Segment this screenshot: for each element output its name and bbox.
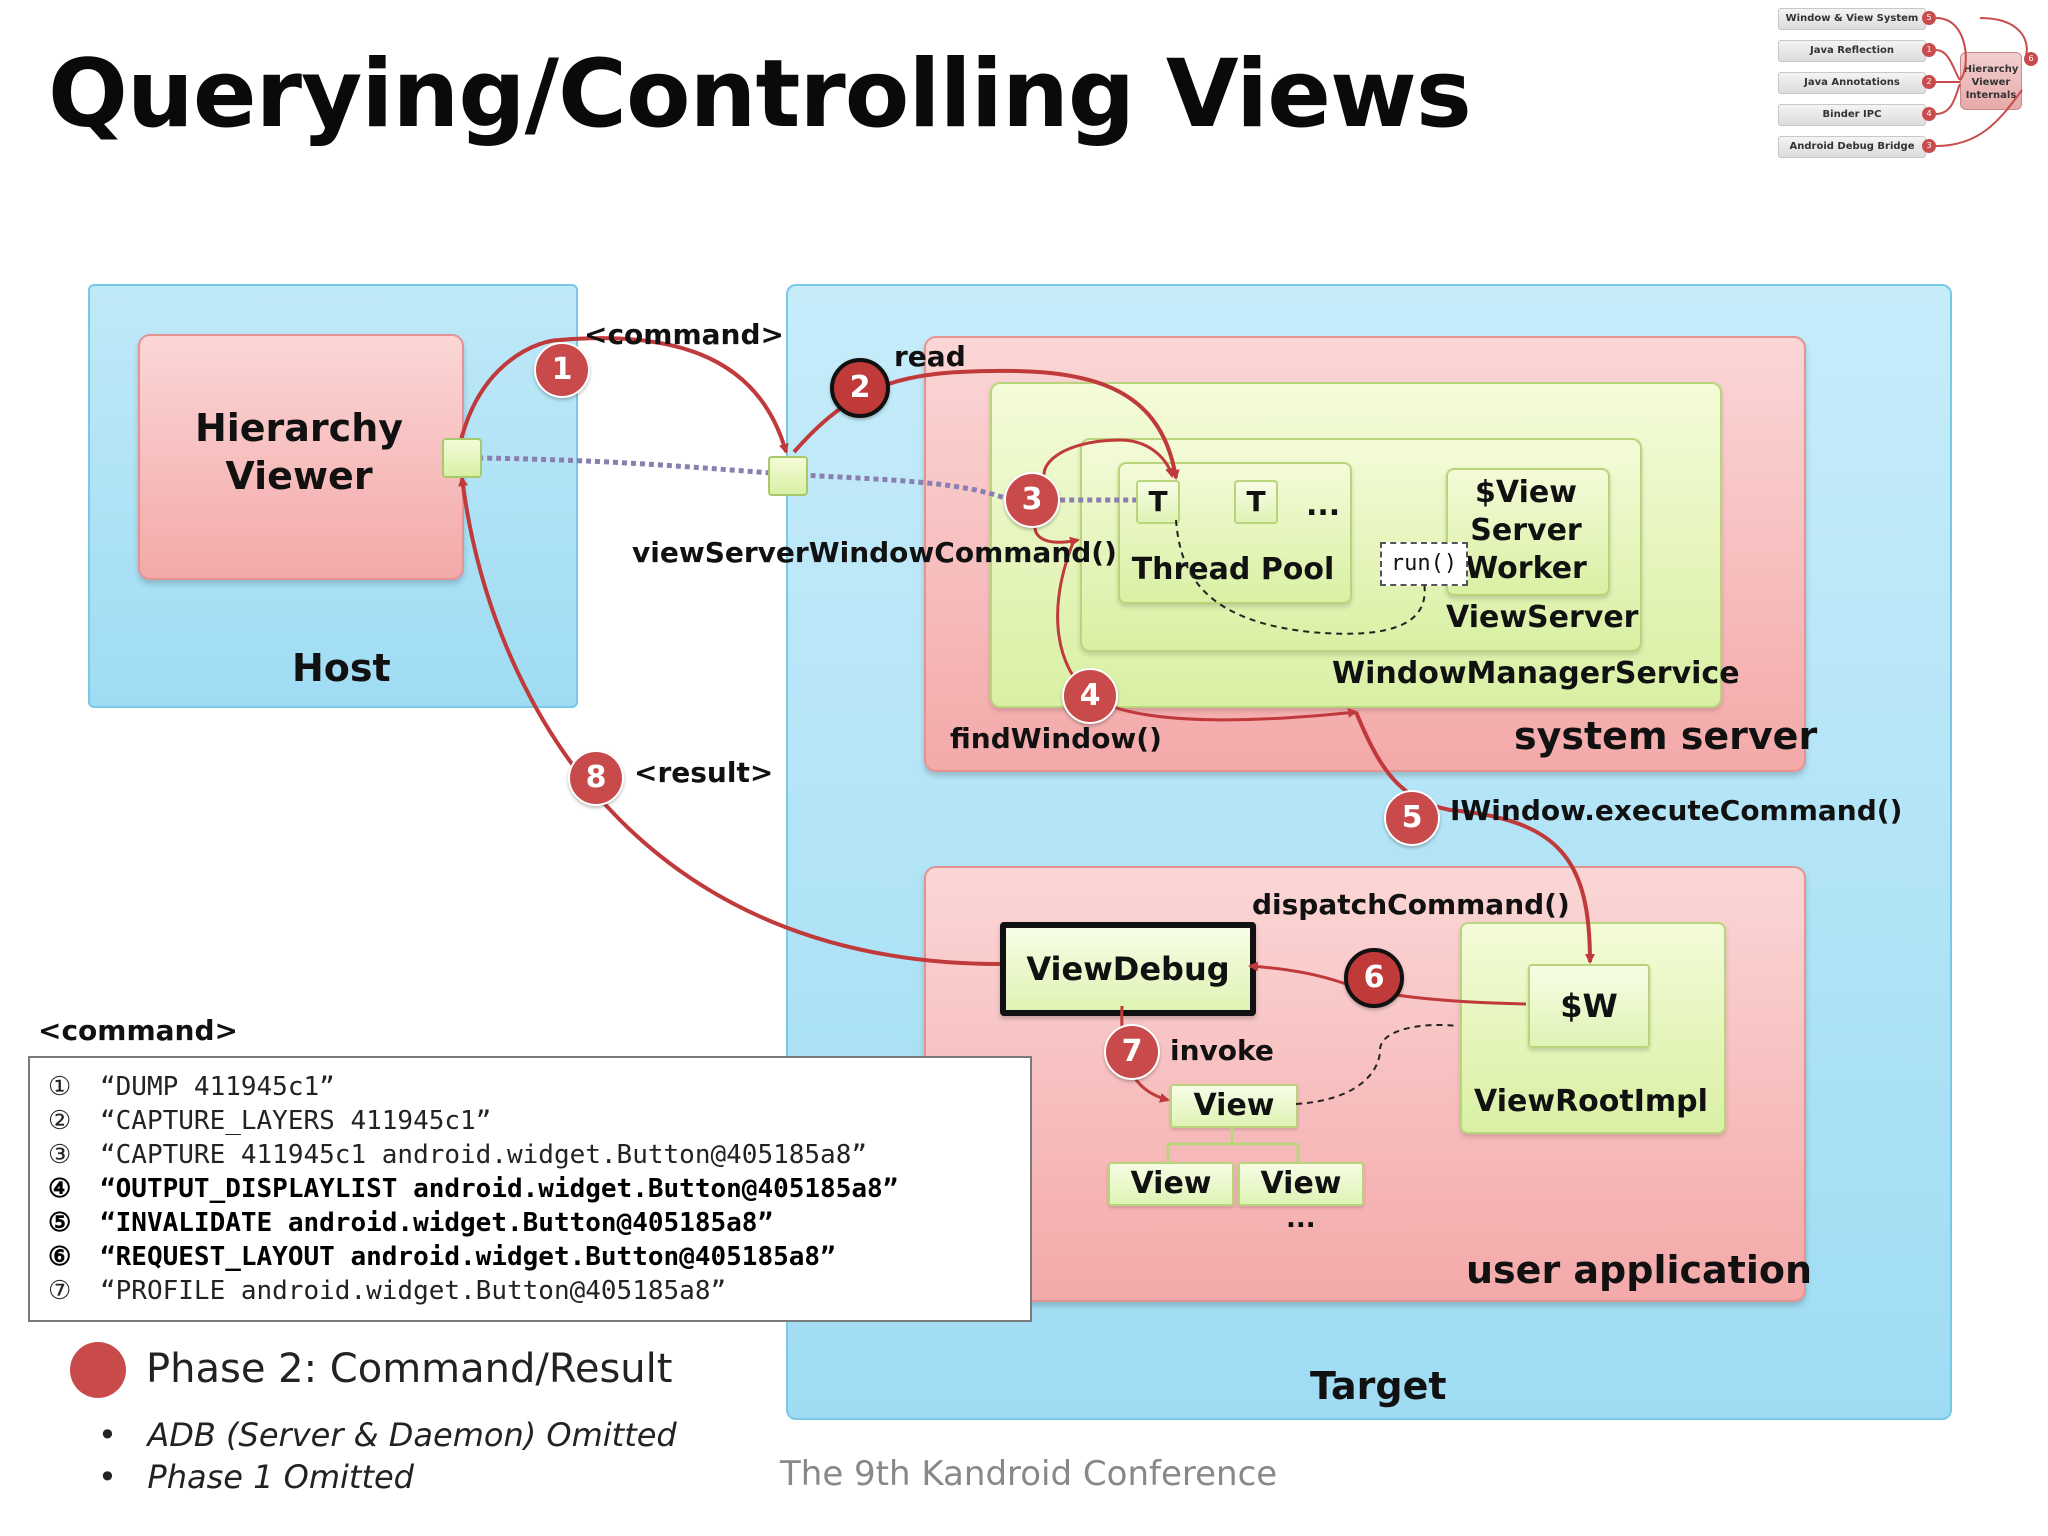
label-command: <command> bbox=[584, 318, 784, 351]
command-num: ① bbox=[48, 1072, 72, 1102]
step-7-marker: 7 bbox=[1104, 1024, 1160, 1080]
roadmap-item[interactable]: Java Reflection bbox=[1778, 40, 1926, 62]
command-item: ① “DUMP 411945c1” bbox=[48, 1072, 335, 1102]
command-text: “CAPTURE_LAYERS 411945c1” bbox=[100, 1106, 492, 1136]
roadmap-num: 1 bbox=[1922, 43, 1936, 57]
roadmap-item[interactable]: Binder IPC bbox=[1778, 104, 1926, 126]
command-num: ② bbox=[48, 1106, 72, 1136]
note-text: ADB (Server & Daemon) Omitted bbox=[147, 1416, 677, 1454]
command-num: ⑦ bbox=[48, 1276, 72, 1306]
command-text: “PROFILE android.widget.Button@405185a8” bbox=[100, 1276, 727, 1306]
view-child-2: View bbox=[1238, 1162, 1364, 1206]
hierarchy-viewer-box bbox=[138, 334, 464, 580]
legend-swatch bbox=[70, 1342, 126, 1398]
target-label: Target bbox=[1310, 1364, 1447, 1408]
roadmap-num: 6 bbox=[2024, 52, 2038, 66]
command-item: ④ “OUTPUT_DISPLAYLIST android.widget.Butt… bbox=[48, 1174, 898, 1204]
label-invoke: invoke bbox=[1170, 1034, 1274, 1067]
command-num: ⑥ bbox=[48, 1242, 72, 1272]
run-method: run() bbox=[1380, 542, 1468, 586]
step-8-marker: 8 bbox=[568, 750, 624, 806]
view-parent: View bbox=[1170, 1084, 1298, 1128]
thread-pool-label: Thread Pool bbox=[1131, 552, 1335, 587]
roadmap-current: Hierarchy Viewer Internals bbox=[1960, 52, 2022, 110]
arrow-step-8 bbox=[458, 476, 1001, 966]
command-list-heading: <command> bbox=[38, 1014, 238, 1047]
command-text: “INVALIDATE android.widget.Button@405185… bbox=[100, 1208, 774, 1238]
command-item: ② “CAPTURE_LAYERS 411945c1” bbox=[48, 1106, 491, 1136]
arrow-step-5 bbox=[1354, 711, 1595, 964]
view-more: ... bbox=[1286, 1204, 1316, 1234]
label-dispatch-command: dispatchCommand() bbox=[1252, 888, 1570, 921]
roadmap-connectors bbox=[1935, 17, 2028, 147]
sw-box: $W bbox=[1528, 964, 1650, 1048]
label-iwindow-execute-command: IWindow.executeCommand() bbox=[1450, 794, 1903, 827]
step-1-marker: 1 bbox=[534, 342, 590, 398]
label-read: read bbox=[894, 340, 966, 373]
note-text: Phase 1 Omitted bbox=[147, 1458, 414, 1496]
command-num: ⑤ bbox=[48, 1208, 72, 1238]
view-dashed-link bbox=[1295, 1024, 1459, 1105]
label-view-server-window-command: viewServerWindowCommand() bbox=[632, 536, 1117, 569]
roadmap-num: 4 bbox=[1922, 107, 1936, 121]
view-tree-lines bbox=[1166, 1126, 1300, 1162]
thread-t2: T bbox=[1234, 480, 1278, 524]
host-label: Host bbox=[292, 646, 391, 690]
command-num: ④ bbox=[48, 1174, 72, 1204]
command-text: “CAPTURE 411945c1 android.widget.Button@… bbox=[100, 1140, 868, 1170]
thread-more: ... bbox=[1306, 488, 1341, 523]
thread-t1: T bbox=[1136, 480, 1180, 524]
command-item: ⑥ “REQUEST_LAYOUT android.widget.Button@4… bbox=[48, 1242, 836, 1272]
step-3-marker: 3 bbox=[1004, 472, 1060, 528]
roadmap-num: 3 bbox=[1922, 139, 1936, 153]
command-text: “DUMP 411945c1” bbox=[100, 1072, 335, 1102]
view-server-worker-label: $View Server Worker bbox=[1465, 475, 1587, 586]
command-item: ⑤ “INVALIDATE android.widget.Button@40518… bbox=[48, 1208, 773, 1238]
view-child-1: View bbox=[1108, 1162, 1234, 1206]
note-item: • ADB (Server & Daemon) Omitted bbox=[98, 1416, 677, 1454]
roadmap-num: 5 bbox=[1922, 11, 1936, 25]
step-5-marker: 5 bbox=[1384, 790, 1440, 846]
arrow-step-3 bbox=[1042, 438, 1175, 502]
user-application-label: user application bbox=[1466, 1248, 1813, 1292]
target-port bbox=[768, 456, 808, 496]
command-num: ③ bbox=[48, 1140, 72, 1170]
roadmap-item[interactable]: Java Annotations bbox=[1778, 72, 1926, 94]
view-root-impl-label: ViewRootImpl bbox=[1474, 1084, 1708, 1119]
command-list-box: ① “DUMP 411945c1” ② “CAPTURE_LAYERS 411945… bbox=[28, 1056, 1032, 1322]
step-6-marker: 6 bbox=[1344, 948, 1404, 1008]
footer: The 9th Kandroid Conference bbox=[780, 1454, 1278, 1494]
page-title: Querying/Controlling Views bbox=[48, 40, 1472, 149]
roadmap-num: 2 bbox=[1922, 75, 1936, 89]
view-server-worker-box bbox=[1446, 468, 1610, 596]
window-manager-service-label: WindowManagerService bbox=[1332, 656, 1740, 691]
view-server-label: ViewServer bbox=[1446, 600, 1639, 635]
note-item: • Phase 1 Omitted bbox=[98, 1458, 414, 1496]
run-dashed-link bbox=[1175, 519, 1426, 635]
arrow-step-1 bbox=[458, 336, 789, 454]
command-item: ⑦ “PROFILE android.widget.Button@405185a8… bbox=[48, 1276, 726, 1306]
host-port bbox=[442, 438, 482, 478]
label-find-window: findWindow() bbox=[950, 722, 1162, 755]
system-server-label: system server bbox=[1514, 714, 1818, 758]
command-item: ③ “CAPTURE 411945c1 android.widget.Button… bbox=[48, 1140, 867, 1170]
step-2-marker: 2 bbox=[830, 358, 890, 418]
label-result: <result> bbox=[634, 756, 774, 789]
hierarchy-viewer-label: Hierarchy Viewer bbox=[194, 406, 404, 498]
step-4-marker: 4 bbox=[1062, 668, 1118, 724]
command-text: “REQUEST_LAYOUT android.widget.Button@40… bbox=[100, 1242, 836, 1272]
legend-label: Phase 2: Command/Result bbox=[146, 1346, 673, 1392]
command-text: “OUTPUT_DISPLAYLIST android.widget.Butto… bbox=[100, 1174, 899, 1204]
